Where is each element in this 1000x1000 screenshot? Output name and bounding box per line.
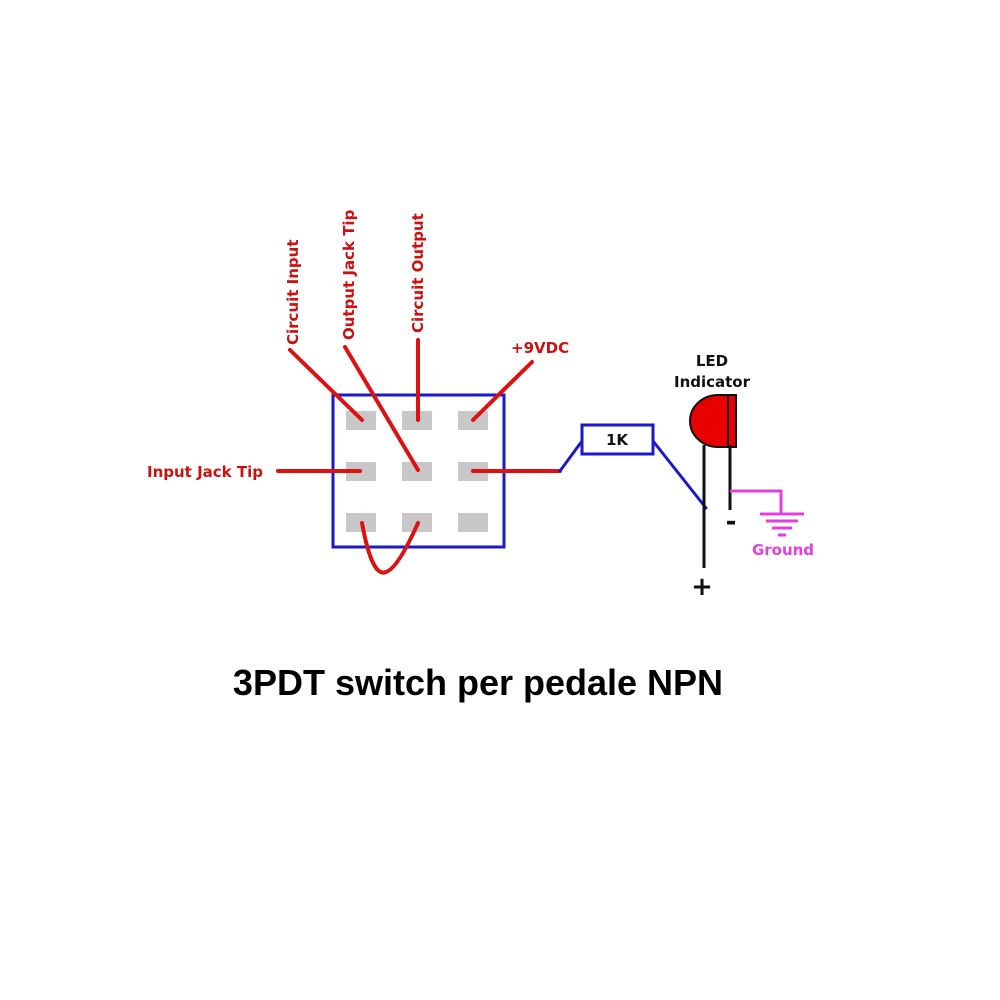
resistor-icon (580, 423, 655, 456)
minus-sign: - (726, 507, 737, 537)
lug-3-3 (458, 513, 488, 532)
switch-lugs (346, 411, 488, 532)
blue-wires (558, 439, 708, 510)
diagram-caption: 3PDT switch per pedale NPN (232, 662, 724, 703)
input-jack-tip-label: Input Jack Tip (147, 463, 263, 481)
wire-resistor-right (651, 439, 708, 510)
output-jack-tip-label: Output Jack Tip (340, 209, 358, 340)
wire-circuit-input (288, 348, 364, 422)
resistor-label: 1K (606, 431, 629, 449)
ground-label: Ground (752, 541, 814, 559)
wire-9vdc (471, 360, 534, 422)
red-wires (276, 338, 562, 575)
led-label-line2: Indicator (674, 373, 751, 391)
circuit-output-label: Circuit Output (409, 213, 427, 333)
led-label-line1: LED (696, 352, 728, 370)
circuit-input-label: Circuit Input (284, 240, 302, 346)
jumper-wire (360, 521, 420, 575)
plus-9vdc-label: +9VDC (511, 339, 569, 357)
wire-resistor-left (558, 439, 584, 473)
wire-output-jack-tip (343, 345, 420, 472)
led-icon (689, 394, 737, 568)
ground-symbol-icon (730, 489, 804, 537)
plus-sign: + (691, 572, 713, 602)
